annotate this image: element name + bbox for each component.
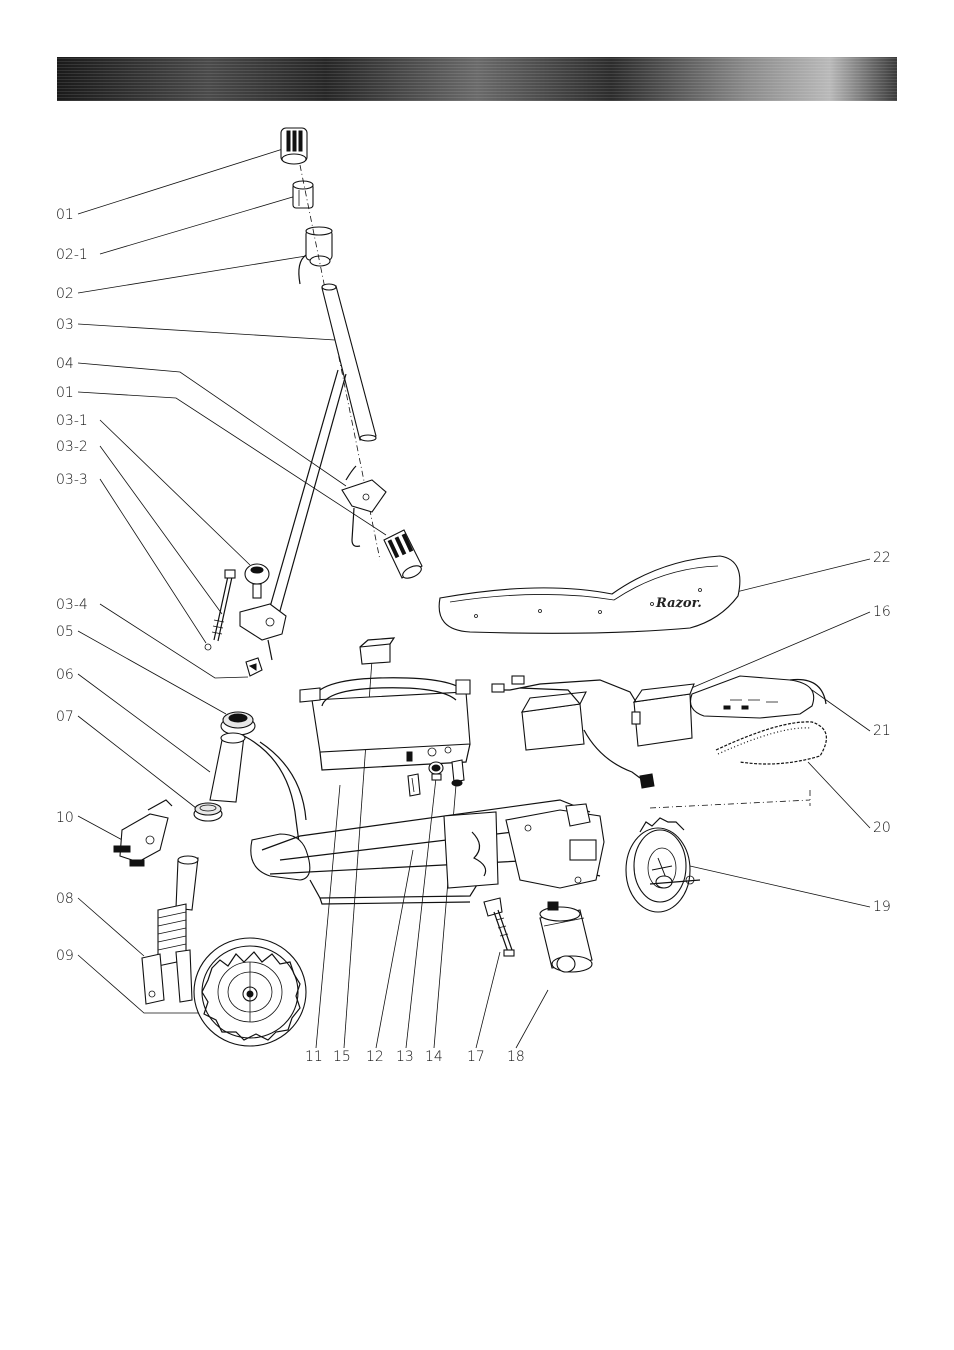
fuse-holder-14 [452,760,464,786]
drive-chain [716,722,826,764]
headset-bearing [221,712,255,735]
label-17: 17 [467,1049,485,1065]
label-10: 10 [56,810,74,826]
label-20: 20 [873,820,891,836]
label-06: 06 [56,667,74,683]
label-14: 14 [425,1049,443,1065]
switch-12 [408,774,420,796]
throttle-grip [299,227,332,284]
deck-plate: Razor. [439,556,740,633]
label-03-1: 03-1 [56,413,88,429]
label-03-4: 03-4 [56,597,88,613]
label-11: 11 [305,1049,323,1065]
label-19: 19 [873,899,891,915]
box-cover-15 [360,638,394,664]
label-02: 02 [56,286,74,302]
battery-pack [492,676,694,788]
label-22: 22 [873,550,891,566]
label-07: 07 [56,709,74,725]
label-13: 13 [396,1049,414,1065]
label-08: 08 [56,891,74,907]
rear-wheel [626,790,810,912]
label-21: 21 [873,723,891,739]
lower-bearing [194,803,222,821]
drive-motor [540,902,592,972]
label-16: 16 [873,604,891,620]
stem-clip [246,658,262,676]
label-01: 01 [56,207,74,223]
brake-lever [342,466,386,546]
frame [244,736,604,904]
front-wheel [194,938,306,1046]
label-12: 12 [366,1049,384,1065]
deck-logo: Razor. [655,596,702,611]
folding-stem [240,370,346,660]
grip-top [281,128,307,164]
label-18: 18 [507,1049,525,1065]
handlebar-tube [322,284,376,441]
label-02-1: 02-1 [56,247,88,263]
label-03: 03 [56,317,74,333]
head-tube-top [210,733,245,802]
label-05: 05 [56,624,74,640]
grip-lower [384,530,423,581]
quick-release-knob [245,564,269,598]
kickstand [484,898,514,956]
label-01-lower: 01 [56,385,74,401]
label-15: 15 [333,1049,351,1065]
stem-nut [205,644,211,650]
chain-guard [691,676,827,718]
label-09: 09 [56,948,74,964]
label-04: 04 [56,356,74,372]
battery-box [300,678,470,770]
label-03-2: 03-2 [56,439,88,455]
label-03-3: 03-3 [56,472,88,488]
clamp-bushing [293,181,313,208]
charger-port-13 [429,762,443,780]
front-brake [114,800,172,866]
front-fork [142,856,198,1004]
